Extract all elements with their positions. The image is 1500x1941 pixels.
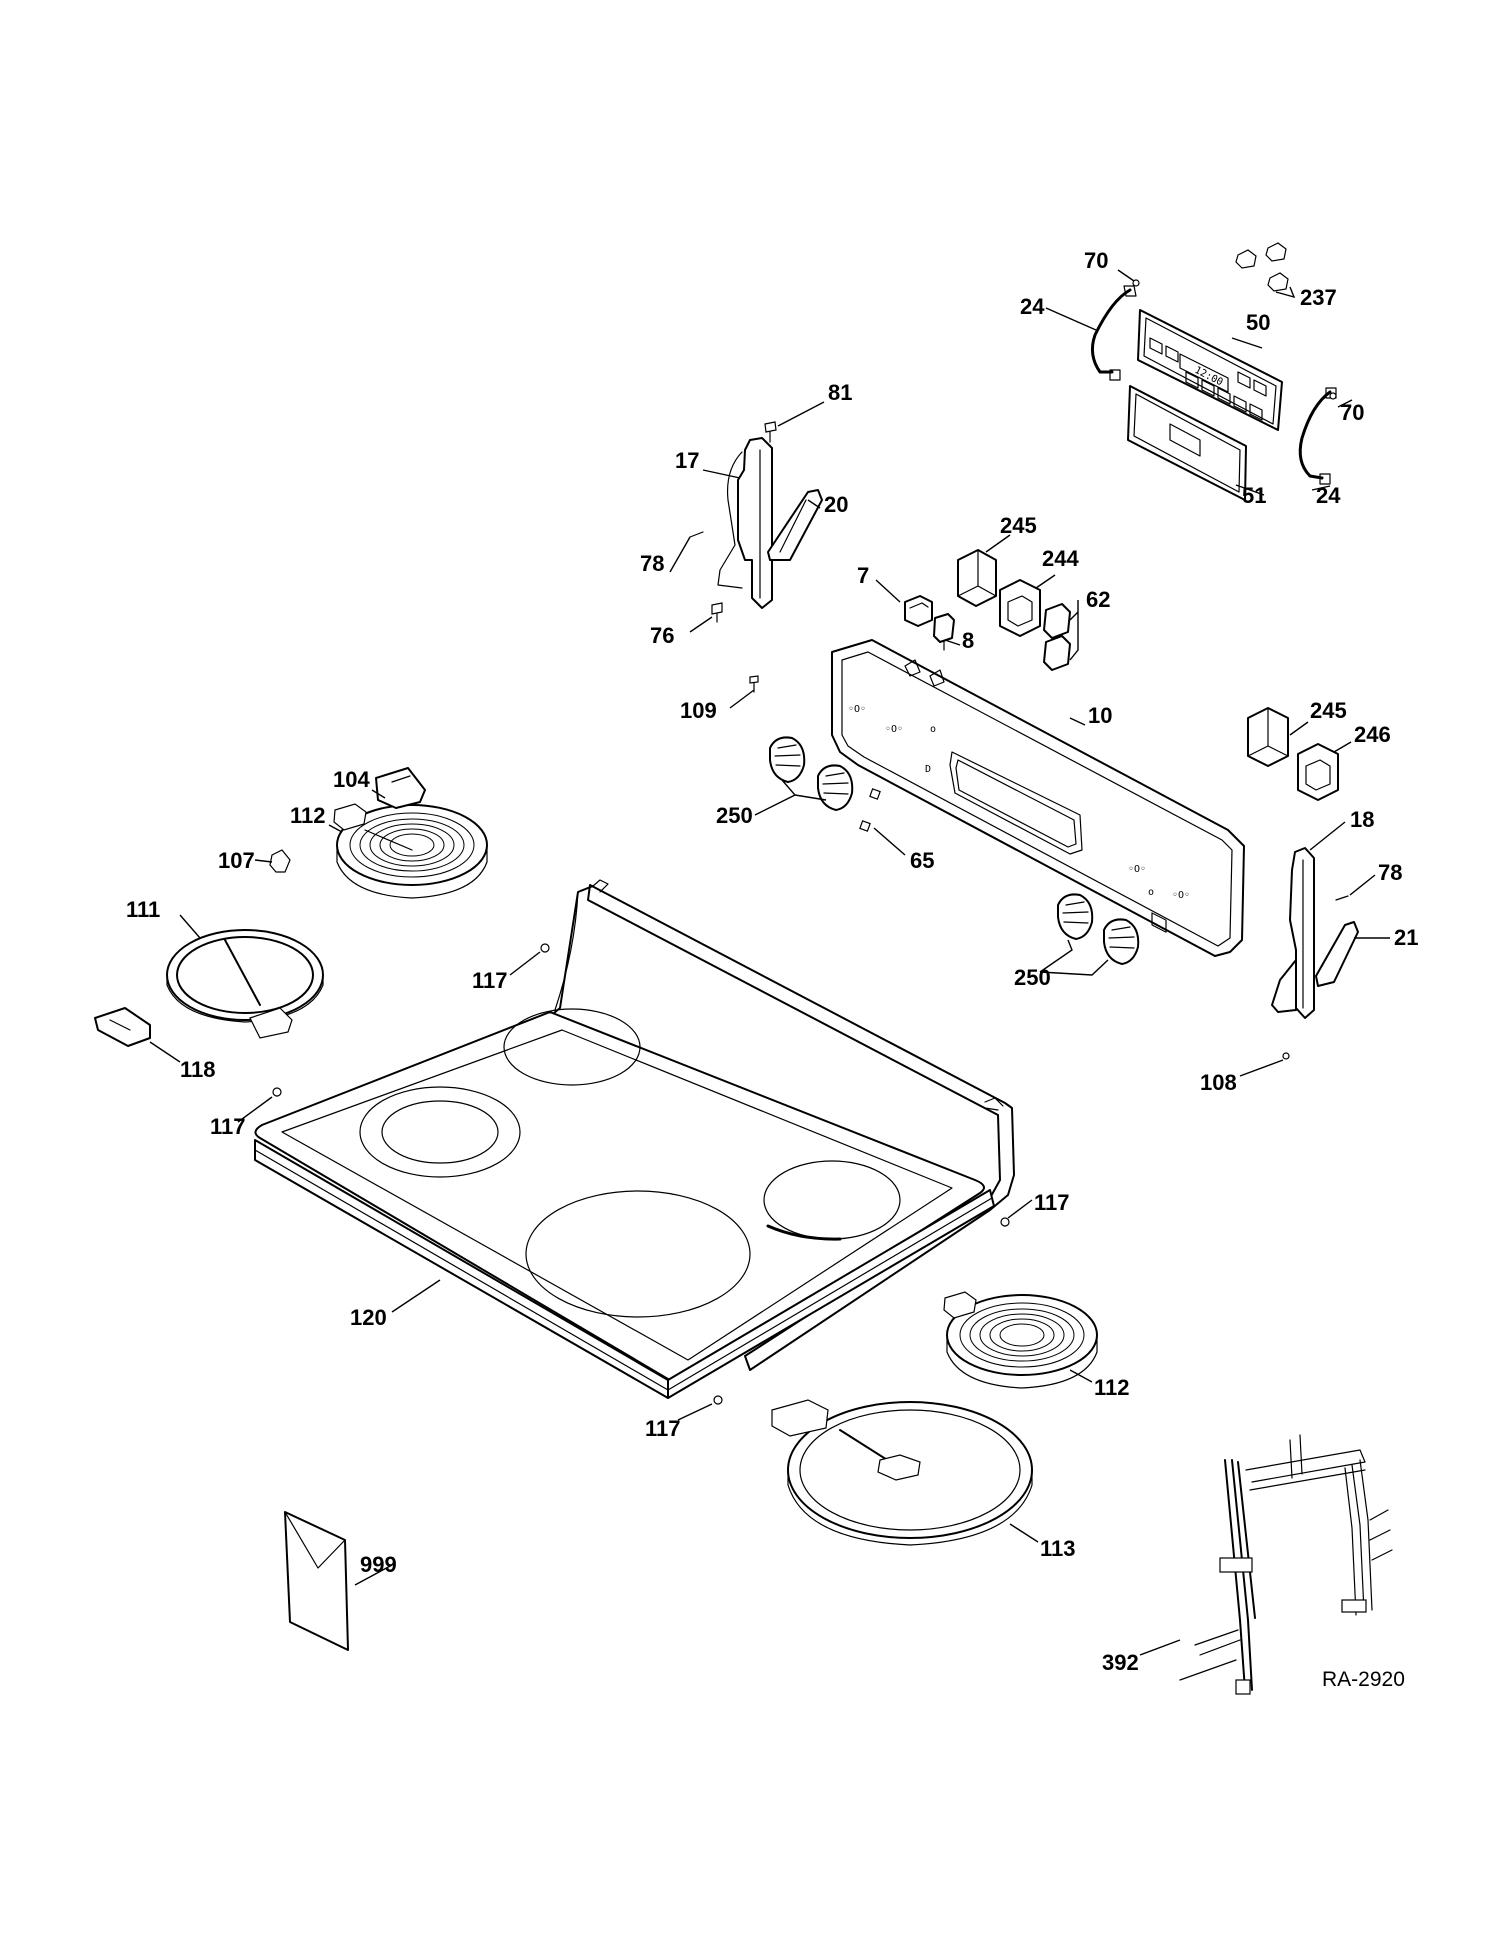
callout-250: 250 — [1014, 965, 1051, 990]
callout-10: 10 — [1088, 703, 1112, 728]
radiant-element-112-bottom — [943, 1291, 1098, 1389]
callout-8: 8 — [962, 628, 974, 653]
callout-117: 117 — [210, 1114, 246, 1139]
callout-120: 120 — [350, 1305, 387, 1330]
screw-76 — [711, 602, 723, 623]
limit-switch-104 — [375, 767, 426, 809]
callout-70: 70 — [1340, 400, 1364, 425]
screw-108 — [1282, 1052, 1290, 1060]
svg-text:◦O◦: ◦O◦ — [848, 704, 866, 715]
control-panel-icons: ◦O◦ ◦O◦ o D ◦O◦ ◦O◦ o — [848, 704, 1190, 901]
callout-62: 62 — [1086, 587, 1110, 612]
switch-245-bottom — [1247, 707, 1289, 767]
callout-108: 108 — [1200, 1070, 1237, 1095]
callout-24: 24 — [1316, 483, 1341, 508]
callout-999: 999 — [360, 1552, 397, 1577]
control-board-bracket — [1127, 385, 1247, 501]
svg-text:◦O◦: ◦O◦ — [1128, 864, 1146, 875]
callout-17: 17 — [675, 448, 699, 473]
screw-109 — [749, 675, 759, 693]
callout-111: 111 — [126, 897, 160, 922]
trim-bracket-21 — [1315, 921, 1359, 987]
switch-244 — [999, 579, 1041, 637]
callout-245: 245 — [1310, 698, 1347, 723]
cooktop-glass — [254, 879, 1015, 1399]
screw-78-right — [1335, 895, 1349, 901]
knob-250-left-a — [769, 736, 806, 783]
callout-112: 112 — [1094, 1375, 1130, 1400]
callout-18: 18 — [1350, 807, 1374, 832]
callout-24: 24 — [1020, 294, 1045, 319]
callout-78: 78 — [640, 551, 664, 576]
screw-117-c — [1000, 1217, 1010, 1227]
switch-246 — [1297, 743, 1339, 801]
knob-250-right-a — [1057, 893, 1094, 940]
svg-text:◦O◦: ◦O◦ — [1172, 890, 1190, 901]
svg-text:o: o — [930, 724, 936, 735]
clip-107 — [269, 849, 291, 873]
screw-78-left — [689, 531, 704, 538]
radiant-element-112-top — [333, 803, 488, 899]
screw-117-a — [540, 943, 550, 953]
screw-70-right — [1329, 392, 1337, 400]
screw-117-d — [713, 1395, 723, 1405]
callout-70: 70 — [1084, 248, 1108, 273]
callout-117: 117 — [472, 968, 508, 993]
wire-harness-24-right — [1298, 387, 1337, 485]
callout-78: 78 — [1378, 860, 1402, 885]
callout-20: 20 — [824, 492, 848, 517]
side-trim-17 — [717, 437, 773, 609]
svg-text:◦O◦: ◦O◦ — [885, 724, 903, 735]
callout-117: 117 — [1034, 1190, 1070, 1215]
switch-245-top — [957, 549, 997, 607]
screw-81 — [764, 421, 777, 443]
knob-250-left-b — [817, 764, 854, 811]
callout-112: 112 — [290, 803, 326, 828]
leader-lines — [149, 269, 1390, 1656]
callout-392: 392 — [1102, 1650, 1139, 1675]
element-113 — [771, 1399, 1033, 1546]
callout-51: 51 — [1242, 483, 1266, 508]
key-caps-237 — [1235, 242, 1289, 292]
wire-harness-24-left — [1090, 285, 1137, 381]
knob-250-right-b — [1103, 918, 1140, 965]
electronic-control-board: 12:00 — [1137, 309, 1283, 933]
relays-62 — [1043, 603, 1071, 671]
side-trim-18 — [1271, 847, 1315, 1019]
callout-labels: 70 237 24 50 81 70 17 20 51 24 245 78 24… — [126, 248, 1418, 1691]
callout-107: 107 — [218, 848, 255, 873]
switch-7 — [904, 595, 933, 627]
element-ring-111 — [166, 929, 324, 1039]
clip-65 — [859, 788, 881, 832]
callout-50: 50 — [1246, 310, 1270, 335]
screw-117-b — [272, 1087, 282, 1097]
switch-8 — [933, 613, 955, 651]
callout-113: 113 — [1040, 1536, 1076, 1561]
trim-bracket-20 — [767, 489, 823, 561]
svg-text:o: o — [1148, 887, 1154, 898]
main-wire-harness-392 — [1179, 1434, 1393, 1695]
callout-245: 245 — [1000, 513, 1037, 538]
callout-244: 244 — [1042, 546, 1079, 571]
diagram-code: RA-2920 — [1322, 1668, 1405, 1691]
callout-21: 21 — [1394, 925, 1418, 950]
svg-text:D: D — [925, 764, 931, 775]
callout-237: 237 — [1300, 285, 1337, 310]
literature-envelope-999 — [284, 1511, 349, 1651]
callout-7: 7 — [857, 563, 869, 588]
bracket-118 — [94, 1007, 151, 1047]
callout-118: 118 — [180, 1057, 216, 1082]
callout-250: 250 — [716, 803, 753, 828]
callout-65: 65 — [910, 848, 934, 873]
callout-246: 246 — [1354, 722, 1391, 747]
callout-117: 117 — [645, 1416, 681, 1441]
callout-104: 104 — [333, 767, 370, 792]
callout-109: 109 — [680, 698, 717, 723]
callout-81: 81 — [828, 380, 852, 405]
callout-76: 76 — [650, 623, 674, 648]
backsplash-panel: ◦O◦ ◦O◦ o D ◦O◦ ◦O◦ o — [831, 639, 1245, 957]
screw-70-top — [1132, 279, 1140, 287]
